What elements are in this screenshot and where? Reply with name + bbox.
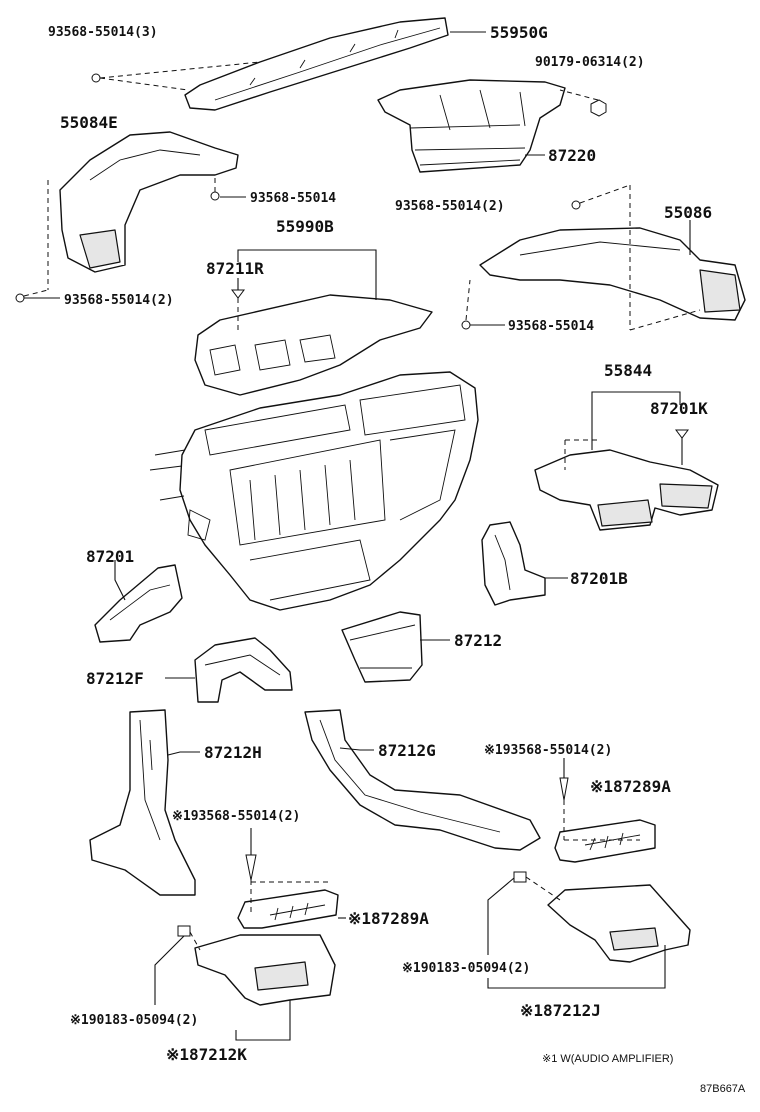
nut-90183-left: [177, 925, 191, 937]
diagram-code: 87B667A: [700, 1083, 746, 1095]
heater-unit: [149, 371, 479, 611]
bolt-93568-left: [15, 293, 25, 303]
nut-90183-right: [513, 871, 527, 883]
part-55844-duct: [534, 449, 719, 531]
label-x1-87212j: ※187212J: [520, 1001, 601, 1020]
nut-90179: [590, 99, 607, 117]
label-87211r: 87211R: [206, 259, 264, 278]
bolt-x1-middle: [245, 854, 257, 881]
leader-lines: [23, 31, 701, 1041]
label-55086: 55086: [664, 203, 712, 222]
label-x1-93568-middle: ※193568-55014(2): [172, 809, 300, 824]
part-87212f: [194, 637, 293, 703]
part-55990b-duct: [194, 294, 433, 396]
part-55950g-duct: [184, 17, 449, 111]
label-x1-87212k: ※187212K: [166, 1045, 247, 1064]
part-87212g: [304, 709, 541, 851]
label-93568-55014-a: 93568-55014: [250, 191, 336, 206]
label-55844: 55844: [604, 361, 652, 380]
label-87220: 87220: [548, 146, 596, 165]
part-87212k: [194, 934, 336, 1006]
part-87289a-right: [554, 819, 656, 863]
label-93568-55014-b: 93568-55014(2): [395, 199, 505, 214]
label-55950g: 55950G: [490, 23, 548, 42]
label-55990b: 55990B: [276, 217, 334, 236]
label-93568-55014-c: 93568-55014: [508, 319, 594, 334]
label-93568-55014-left: 93568-55014(2): [64, 293, 174, 308]
bolt-93568-a: [210, 191, 220, 201]
label-90179-06314: 90179-06314(2): [535, 55, 645, 70]
part-87201: [94, 564, 183, 643]
label-87212h: 87212H: [204, 743, 262, 762]
part-87220-duct: [377, 79, 566, 173]
label-87201b: 87201B: [570, 569, 628, 588]
bolt-x1-right: [559, 777, 569, 801]
label-87201: 87201: [86, 547, 134, 566]
label-93568-55014-3: 93568-55014(3): [48, 25, 158, 40]
label-87201k: 87201K: [650, 399, 708, 418]
bolt-93568-c: [461, 320, 471, 330]
label-x1-87289a-right: ※187289A: [590, 777, 671, 796]
label-x1-87289a-middle: ※187289A: [348, 909, 429, 928]
label-87212: 87212: [454, 631, 502, 650]
part-55086-duct: [479, 227, 746, 321]
part-87212: [341, 611, 423, 683]
clip-87211r: [231, 289, 245, 299]
part-55084e-duct: [59, 131, 239, 273]
label-x1-90183-left: ※190183-05094(2): [70, 1013, 198, 1028]
part-87289a-middle: [237, 889, 339, 929]
part-87212h: [89, 709, 196, 896]
label-55084e: 55084E: [60, 113, 118, 132]
clip-87201k: [675, 429, 689, 439]
part-87212j: [547, 884, 691, 963]
footnote: ※1 W(AUDIO AMPLIFIER): [542, 1053, 673, 1065]
part-87201b: [481, 521, 546, 606]
bolt-93568-b: [571, 200, 581, 210]
label-x1-93568-right: ※193568-55014(2): [484, 743, 612, 758]
label-87212g: 87212G: [378, 741, 436, 760]
bolt-93568-top: [91, 73, 101, 83]
label-x1-90183-right: ※190183-05094(2): [402, 961, 530, 976]
label-87212f: 87212F: [86, 669, 144, 688]
